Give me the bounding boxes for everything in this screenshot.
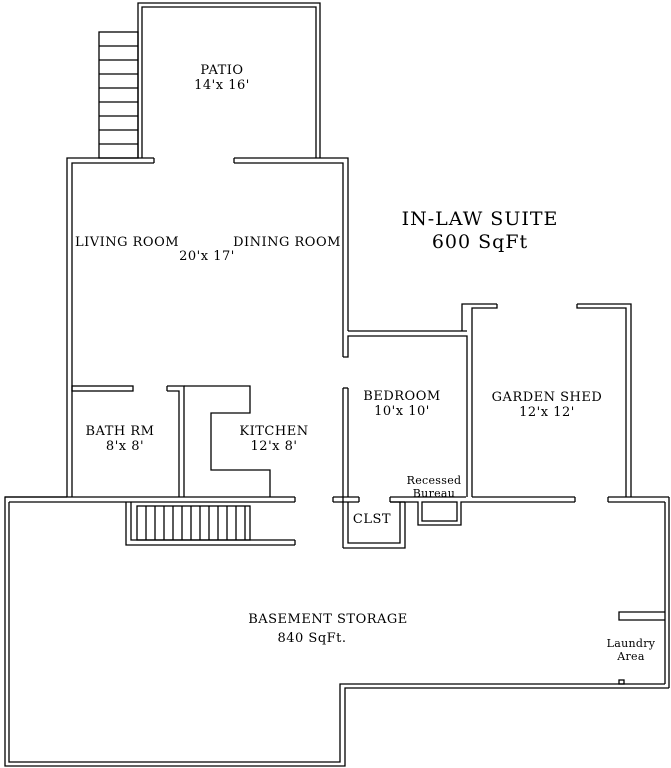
bath-size: 8'x 8' xyxy=(106,439,144,454)
patio-size: 14'x 16' xyxy=(194,78,250,93)
basement-top-walls xyxy=(4,496,670,767)
garden-shed-walls xyxy=(461,303,632,497)
laundry-label: Laundry xyxy=(607,637,656,650)
laundry-fixtures xyxy=(618,611,665,685)
living-room-label: LIVING ROOM xyxy=(75,235,179,250)
garden-shed-size: 12'x 12' xyxy=(519,405,575,420)
laundry-label-2: Area xyxy=(616,650,645,663)
bath-label: BATH RM xyxy=(86,424,155,439)
closet-walls xyxy=(343,501,406,549)
interior-walls xyxy=(71,385,349,548)
recessed-bureau-label-2: Bureau xyxy=(413,487,455,500)
bedroom-size: 10'x 10' xyxy=(374,404,430,419)
basement-stairs xyxy=(125,502,296,546)
bedroom-label: BEDROOM xyxy=(363,389,440,404)
suite-area: 600 SqFt xyxy=(432,231,528,253)
garden-shed-label: GARDEN SHED xyxy=(492,390,603,405)
labels: IN-LAW SUITE 600 SqFt PATIO 14'x 16' LIV… xyxy=(75,63,656,663)
living-dining-walls xyxy=(66,157,468,497)
recessed-bureau-label: Recessed xyxy=(407,474,462,487)
suite-title: IN-LAW SUITE xyxy=(402,208,559,230)
basement-label: BASEMENT STORAGE xyxy=(248,612,408,627)
dining-room-label: DINING ROOM xyxy=(233,235,341,250)
kitchen-label: KITCHEN xyxy=(239,424,308,439)
patio-label: PATIO xyxy=(200,63,243,78)
patio-stairs xyxy=(98,31,139,159)
living-dining-size: 20'x 17' xyxy=(179,249,235,264)
recessed-bureau-box xyxy=(421,501,458,522)
kitchen-size: 12'x 8' xyxy=(251,439,298,454)
basement-size: 840 SqFt. xyxy=(277,631,346,646)
closet-label: CLST xyxy=(353,512,391,527)
